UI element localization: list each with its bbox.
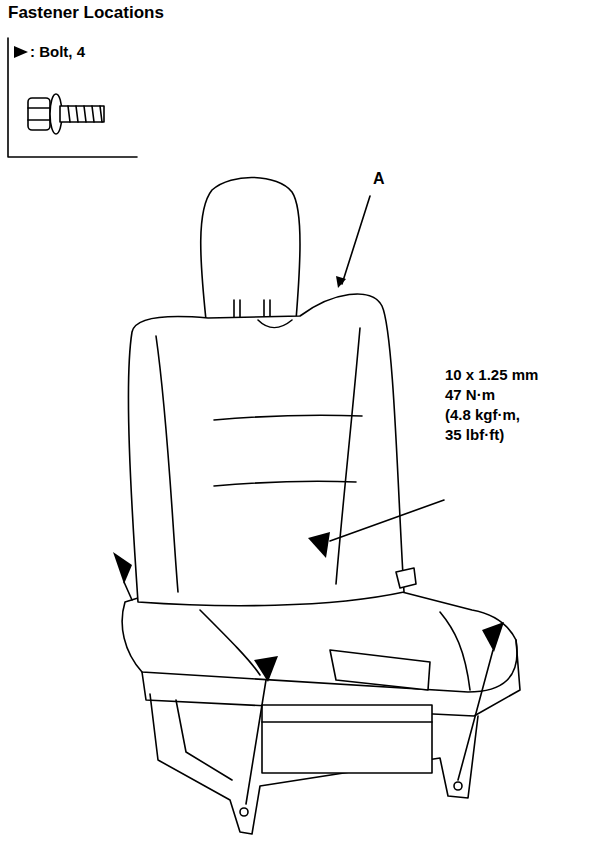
- legend-text: : Bolt, 4: [30, 43, 85, 60]
- bolt-marker: [308, 532, 330, 558]
- bolt-marker: [254, 656, 278, 682]
- legend-frame: [8, 38, 137, 157]
- bolt-icon: [28, 94, 104, 134]
- bolt-symbol: [14, 46, 28, 58]
- bolt-spec: 10 x 1.25 mm: [445, 366, 538, 383]
- figure-title: Fastener Locations: [8, 3, 164, 23]
- torque-spec: 47 N·m: [445, 386, 495, 403]
- seat-frame: [150, 650, 478, 834]
- bolt-marker: [113, 552, 132, 584]
- leader-line: [246, 680, 266, 804]
- leader-line: [458, 650, 493, 780]
- leader-line: [330, 500, 444, 541]
- torque-spec: (4.8 kgf·m,: [445, 406, 520, 423]
- headrest: [201, 177, 300, 320]
- part-label: A: [373, 170, 385, 188]
- bolt-marker: [482, 622, 504, 652]
- seat-back: [128, 294, 404, 606]
- leader-line: [342, 196, 370, 284]
- seat-cushion: [122, 592, 517, 692]
- torque-spec: 35 lbf·ft): [445, 426, 504, 443]
